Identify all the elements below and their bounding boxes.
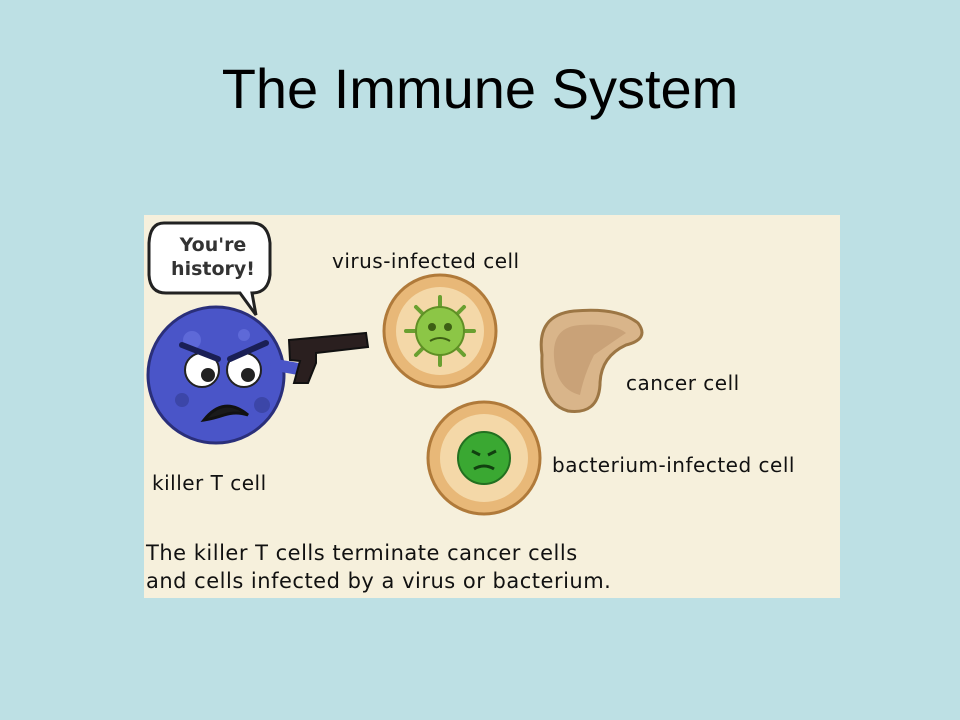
- virus-infected-cell-icon: [382, 273, 498, 389]
- illustration-graphics: [146, 221, 644, 516]
- label-killer-t-cell: killer T cell: [152, 471, 267, 495]
- slide-title: The Immune System: [221, 57, 739, 120]
- immune-system-illustration: You're history! killer T cell virus-infe…: [144, 215, 840, 598]
- bacterium-infected-cell-icon: [426, 400, 542, 516]
- speech-line-2: history!: [171, 258, 255, 280]
- label-virus-infected-cell: virus-infected cell: [332, 249, 520, 273]
- gun-icon: [287, 331, 370, 384]
- label-cancer-cell: cancer cell: [626, 371, 740, 395]
- speech-line-1: You're: [179, 234, 247, 256]
- label-bacterium-infected-cell: bacterium-infected cell: [552, 453, 795, 477]
- illustration-caption: The killer T cells terminate cancer cell…: [146, 539, 611, 595]
- speech-text: You're history!: [158, 233, 268, 281]
- killer-t-cell-icon: [146, 305, 310, 445]
- speech-bubble: [147, 221, 272, 316]
- caption-line-2: and cells infected by a virus or bacteri…: [146, 569, 612, 593]
- cancer-cell-icon: [539, 308, 644, 413]
- caption-line-1: The killer T cells terminate cancer cell…: [146, 541, 578, 565]
